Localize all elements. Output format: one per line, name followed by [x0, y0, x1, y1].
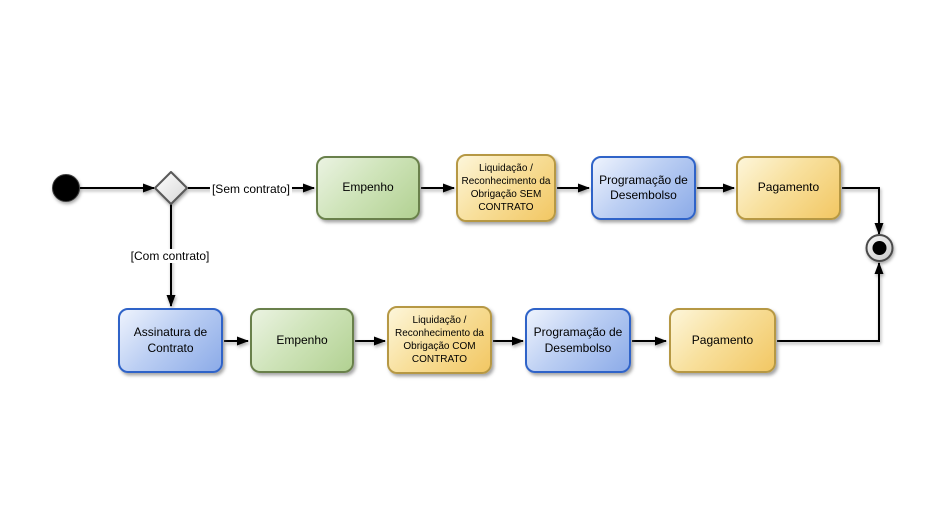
activity-programacao-desembolso-sem: Programação de Desembolso — [591, 156, 696, 220]
activity-liquidacao-com-contrato: Liquidação / Reconhecimento da Obrigação… — [387, 306, 492, 374]
activity-pagamento-sem: Pagamento — [736, 156, 841, 220]
activity-empenho-sem: Empenho — [316, 156, 420, 220]
decision-diamond — [154, 171, 188, 205]
edge-label-com-contrato: [Com contrato] — [128, 249, 212, 263]
activity-liquidacao-sem-contrato: Liquidação / Reconhecimento da Obrigação… — [456, 154, 556, 222]
activity-empenho-com: Empenho — [250, 308, 354, 373]
edge-pagamento-sem-to-end — [842, 187, 884, 235]
activity-assinatura-contrato: Assinatura de Contrato — [118, 308, 223, 373]
activity-programacao-desembolso-com: Programação de Desembolso — [525, 308, 631, 373]
edge-pagamento-com-to-end — [777, 262, 884, 342]
start-node — [52, 174, 80, 202]
end-node-dot — [872, 241, 887, 255]
edge-label-sem-contrato: [Sem contrato] — [209, 182, 293, 196]
activity-pagamento-com: Pagamento — [669, 308, 776, 373]
